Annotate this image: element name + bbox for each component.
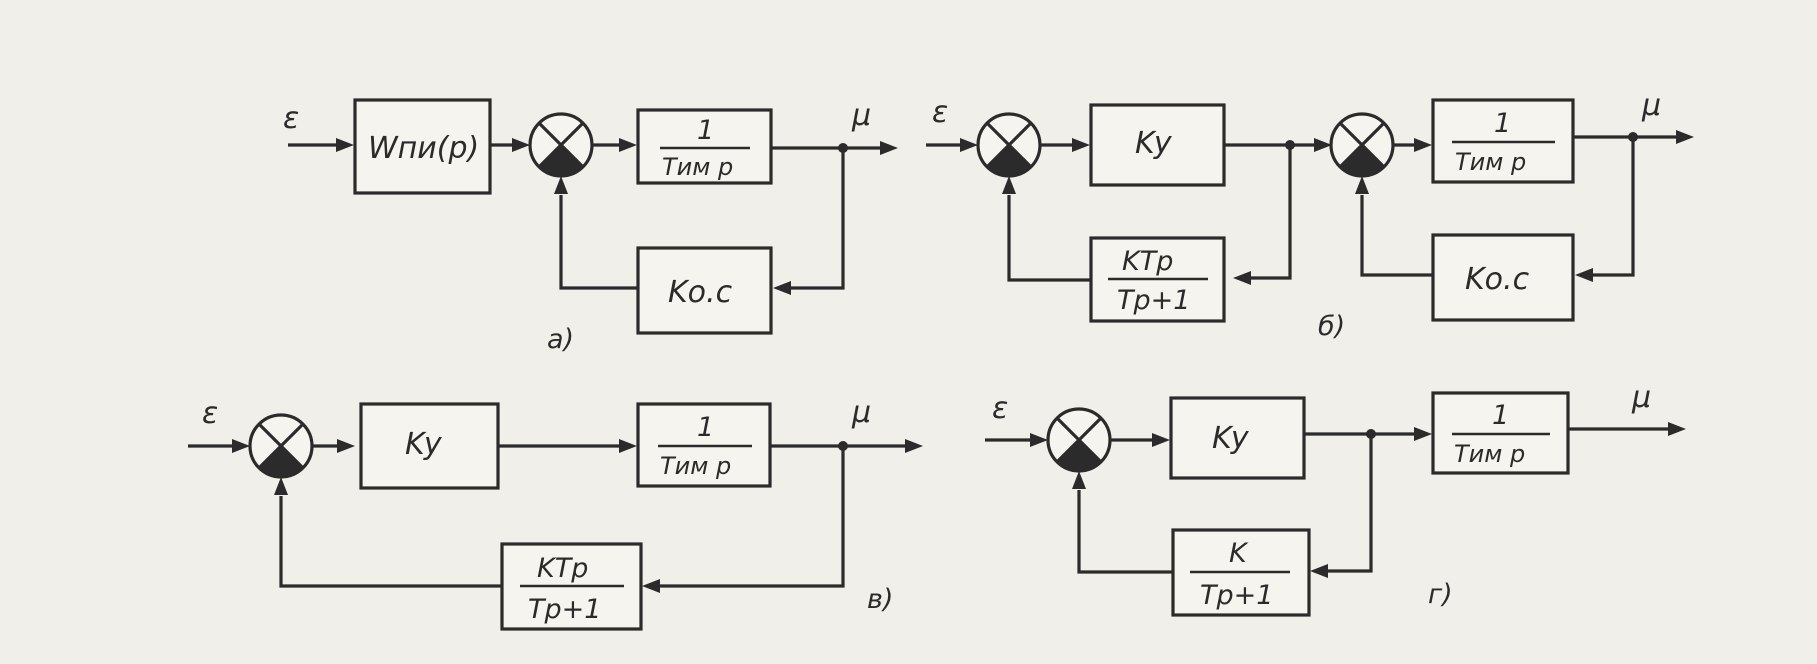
- block-ky-b: [1089, 103, 1226, 187]
- output-mu-g: μ: [1631, 380, 1651, 415]
- panel-v: ε Ky 1 Tим p μ KTp Tp+1 в): [188, 395, 923, 631]
- block-integrator-a: [636, 108, 773, 185]
- block-k-os-b-label: Kо.с: [1465, 262, 1530, 297]
- block-integrator-b-den: Tим p: [1455, 148, 1526, 176]
- block-lag-g-num: K: [1229, 538, 1249, 569]
- block-flex-v-num: KTp: [537, 553, 588, 584]
- block-ky-g-label: Ky: [1212, 421, 1250, 456]
- block-integrator-v-den: Tим p: [660, 452, 731, 480]
- block-flex-b-den: Tp+1: [1117, 285, 1190, 316]
- output-mu-v: μ: [851, 395, 871, 430]
- input-epsilon: ε: [283, 101, 299, 136]
- panel-label-a: a): [547, 324, 574, 355]
- panel-a: ε Wпи(p) 1 Tим p μ Kо.с a): [283, 98, 898, 355]
- block-ky-v-label: Ky: [405, 427, 443, 462]
- block-k-os-a-label: Kо.с: [668, 275, 733, 310]
- block-flex-v-den: Tp+1: [528, 594, 601, 625]
- output-mu-b: μ: [1641, 88, 1661, 123]
- summing-junction-g: [1046, 407, 1112, 473]
- input-epsilon-v: ε: [202, 396, 218, 431]
- panel-label-b: б): [1318, 311, 1345, 342]
- output-mu-a: μ: [851, 98, 871, 133]
- panel-g: ε Ky K Tp+1 1 Tим p μ г): [985, 380, 1686, 617]
- block-integrator-g-den: Tим p: [1454, 440, 1525, 468]
- block-integrator-b-num: 1: [1494, 108, 1511, 139]
- panel-label-g: г): [1428, 579, 1453, 610]
- block-ky-v: [359, 402, 500, 490]
- summing-junction-b2: [1329, 112, 1395, 178]
- summing-junction-v: [248, 413, 314, 479]
- block-ky-b-label: Ky: [1135, 126, 1173, 161]
- block-integrator-a-num: 1: [697, 115, 714, 146]
- block-k-os-a: [636, 246, 773, 335]
- panel-b: ε Ky KTp Tp+1 1 Tим p μ Kо.с: [926, 88, 1694, 342]
- block-integrator-g-num: 1: [1492, 400, 1509, 431]
- block-k-os-b: [1431, 233, 1575, 322]
- panel-label-v: в): [867, 584, 893, 615]
- block-integrator-v-num: 1: [697, 412, 714, 443]
- input-epsilon-g: ε: [992, 391, 1008, 426]
- block-flex-b-num: KTp: [1122, 246, 1173, 277]
- block-integrator-a-den: Tим p: [662, 153, 733, 181]
- block-lag-g-den: Tp+1: [1200, 580, 1273, 611]
- block-ky-g: [1169, 396, 1306, 480]
- summing-junction-a: [528, 112, 594, 178]
- summing-junction-b1: [976, 112, 1042, 178]
- input-epsilon-b: ε: [932, 95, 948, 130]
- block-w-pi-label: Wпи(p): [368, 131, 479, 166]
